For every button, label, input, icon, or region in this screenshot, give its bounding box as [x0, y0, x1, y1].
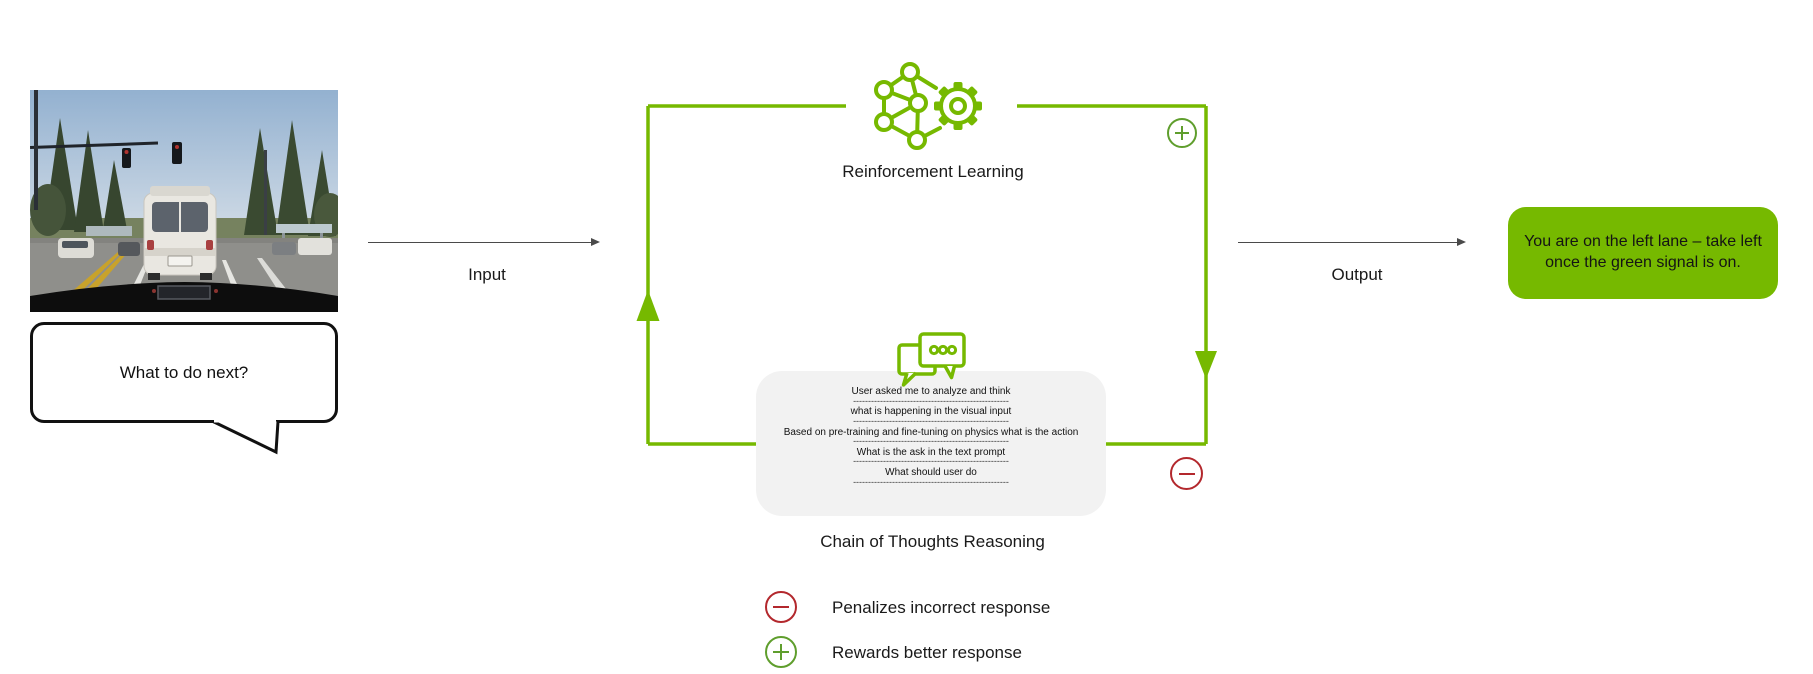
cot-step-text: What is the ask in the text prompt: [856, 446, 1006, 458]
cot-step-text: what is happening in the visual input: [850, 406, 1012, 418]
cot-steps: User asked me to analyze and think------…: [756, 384, 1106, 487]
legend-penalize-label: Penalizes incorrect response: [832, 598, 1051, 617]
loop-up-arrowhead: [636, 290, 660, 321]
legend-reward-label: Rewards better response: [832, 643, 1022, 662]
chain-of-thoughts-label: Chain of Thoughts Reasoning: [820, 532, 1045, 551]
cot-step-separator: ----------------------------------------…: [853, 456, 1009, 467]
gear-icon: [934, 82, 982, 130]
input-arrow: [368, 238, 600, 246]
minus-circle-icon: [1170, 457, 1203, 490]
reinforcement-learning-label: Reinforcement Learning: [842, 162, 1024, 181]
rl-feedback-loop: [636, 104, 1217, 446]
loop-down-arrowhead: [1195, 351, 1217, 379]
cot-step-text: Based on pre-training and fine-tuning on…: [783, 426, 1079, 438]
chain-of-thought-box: User asked me to analyze and think------…: [756, 371, 1106, 516]
output-arrow: [1238, 238, 1466, 246]
cot-step-text: What should user do: [885, 467, 977, 478]
plus-circle-icon: [765, 636, 797, 668]
cot-step-separator: ----------------------------------------…: [853, 395, 1009, 406]
output-arrow-label: Output: [1331, 265, 1383, 284]
user-prompt-text: What to do next?: [119, 362, 249, 382]
cot-step-text: User asked me to analyze and think: [851, 386, 1011, 397]
neural-network-gear-icon: [874, 62, 982, 150]
minus-circle-icon: [765, 591, 797, 623]
plus-circle-icon: [1167, 118, 1197, 148]
speech-bubble-tail: [212, 420, 280, 455]
input-arrow-label: Input: [468, 265, 506, 284]
model-response-text: You are on the left lane – take left onc…: [1524, 233, 1762, 271]
model-response-box: You are on the left lane – take left onc…: [1508, 207, 1778, 299]
cot-step-separator: ----------------------------------------…: [853, 415, 1009, 426]
cot-step-separator: ----------------------------------------…: [853, 436, 1009, 446]
user-prompt-bubble: What to do next?: [30, 322, 338, 423]
chat-bubbles-icon: [897, 332, 966, 387]
dashcam-road-photo: [30, 90, 338, 312]
cot-step-separator: ----------------------------------------…: [853, 476, 1009, 487]
